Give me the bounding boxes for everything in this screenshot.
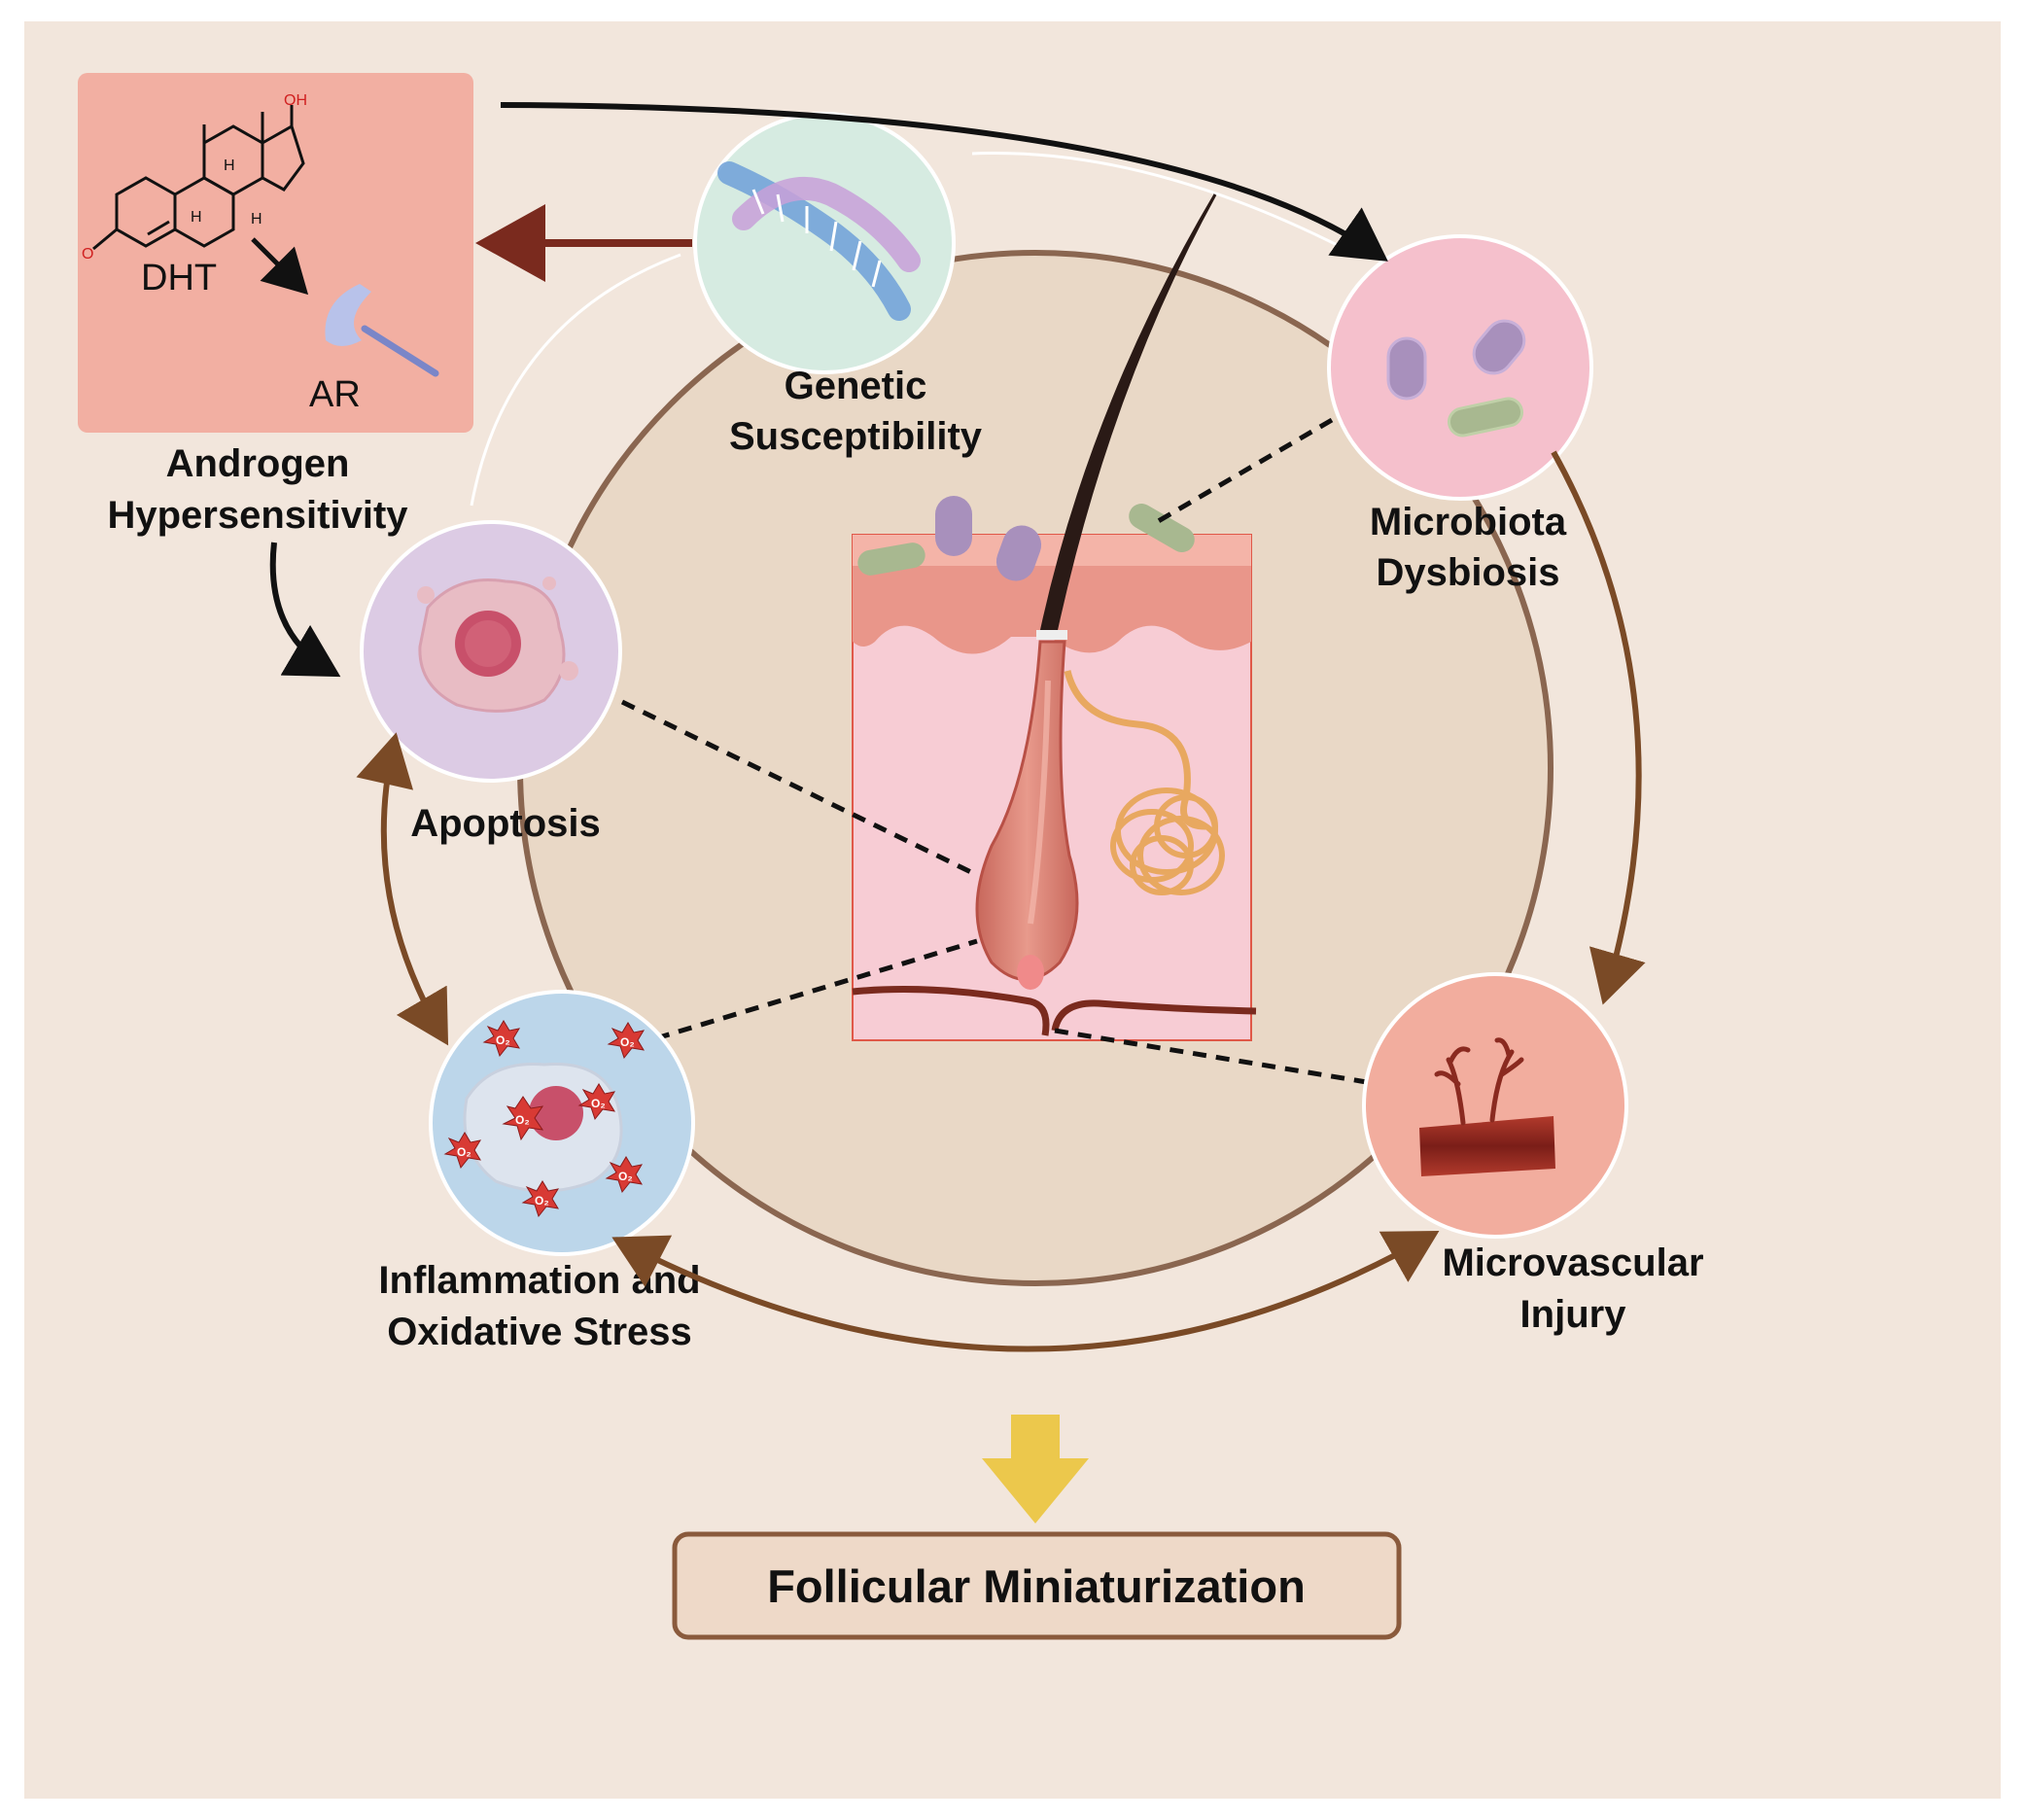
arrows	[269, 102, 1646, 1352]
inflammation-node: O₂ O₂ O₂ O₂ O₂ O₂ O₂ Inflammation and Ox…	[378, 990, 701, 1353]
result-arrow	[982, 1415, 1089, 1523]
inflammation-label-1: Inflammation and	[378, 1259, 700, 1302]
microvascular-node: Microvascular Injury	[1362, 972, 1704, 1336]
microbiota-node: Microbiota Dysbiosis	[1327, 234, 1593, 594]
genetic-label-2: Susceptibility	[729, 415, 983, 458]
genetic-circle	[693, 112, 956, 374]
blood-vessel-icon	[1419, 1037, 1555, 1176]
dashed-connectors	[620, 417, 1379, 1087]
result-box	[672, 1531, 1402, 1640]
accent-arc-top	[971, 152, 1357, 257]
accent-arc-left	[470, 253, 681, 507]
ros-label-7: O₂	[535, 1194, 549, 1208]
androgen-receptor-icon	[325, 284, 439, 377]
ros-label-4: O₂	[515, 1113, 530, 1127]
ros-label-2: O₂	[620, 1035, 635, 1049]
h-label-1: H	[224, 158, 235, 174]
apoptotic-cell-icon	[417, 577, 578, 713]
androgen-box	[78, 73, 473, 433]
microvascular-label-1: Microvascular	[1442, 1242, 1703, 1284]
microvascular-label-2: Injury	[1520, 1293, 1627, 1336]
microbiota-label-2: Dysbiosis	[1377, 551, 1560, 594]
apoptosis-label: Apoptosis	[410, 802, 601, 845]
bacteria-icon	[1386, 319, 1526, 438]
h-label-2: H	[191, 209, 202, 226]
steroid-molecule-icon	[92, 105, 305, 251]
ros-label-3: O₂	[591, 1097, 606, 1110]
microbiota-circle	[1327, 234, 1593, 501]
ros-cell-icon: O₂ O₂ O₂ O₂ O₂ O₂ O₂	[443, 1020, 646, 1218]
arrow-microbiota-to-microvascular	[1551, 450, 1646, 1005]
oh-label: OH	[284, 92, 307, 109]
ros-label-6: O₂	[618, 1170, 633, 1183]
androgen-label-2: Hypersensitivity	[107, 494, 408, 537]
keto-label: O	[82, 246, 93, 262]
skin-bacteria-icon	[857, 496, 1195, 581]
result: Follicular Miniaturization	[672, 1415, 1402, 1640]
inflammation-label-2: Oxidative Stress	[387, 1311, 692, 1353]
dht-binding-arrow	[251, 237, 309, 296]
arrow-inflammation-microvascular	[611, 1231, 1440, 1352]
microbiota-label-1: Microbiota	[1370, 501, 1567, 543]
ros-label-5: O₂	[457, 1145, 471, 1159]
apoptosis-node: Apoptosis	[360, 520, 622, 845]
arrow-apoptosis-inflammation	[356, 732, 449, 1046]
h-label-3: H	[251, 211, 262, 228]
genetic-label-1: Genetic	[785, 365, 927, 407]
androgen-node: OH O H H H DHT AR Androgen Hypersensitiv…	[78, 73, 473, 537]
ar-label: AR	[309, 374, 361, 415]
dht-label: DHT	[141, 258, 217, 298]
result-label: Follicular Miniaturization	[767, 1560, 1306, 1612]
arrow-androgen-to-apoptosis	[269, 542, 341, 678]
androgen-label-1: Androgen	[166, 442, 350, 485]
hair-follicle-icon	[852, 193, 1257, 1041]
dna-helix-icon	[717, 161, 921, 321]
arrow-androgen-to-microbiota	[500, 102, 1388, 262]
ros-label-1: O₂	[496, 1033, 510, 1047]
